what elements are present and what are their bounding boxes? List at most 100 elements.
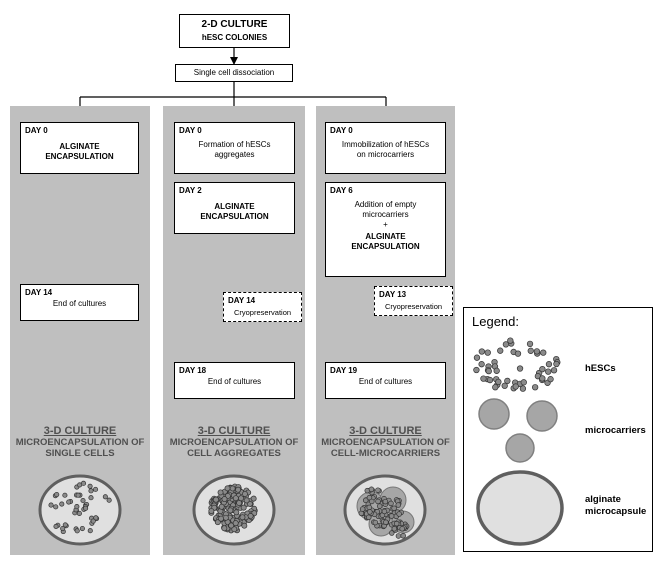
attached-cell [382,498,389,505]
legend-microcarrier [478,398,510,430]
attached-cell [395,502,402,508]
hesc-cell [48,502,54,508]
attached-cell [372,519,379,526]
aggregate-cell [208,508,215,515]
c2-day0-line1: Formation of hESCs [198,140,271,149]
aggregate-cell [240,504,247,511]
2d-culture-box: 2-D CULTURE hESC COLONIES [179,14,290,48]
legend-hesc-cell [539,365,546,373]
dissociation-label: Single cell dissociation [193,68,275,77]
capsule-outline [38,474,122,546]
attached-cell [396,511,402,517]
legend-hesc-cell [497,347,504,354]
c1-heading: 3-D CULTURE MICROENCAPSULATION OF SINGLE… [10,426,150,460]
aggregate-cell [242,491,248,497]
legend-hesc-cell [519,385,527,392]
c3-cryo-day: DAY 13 [379,290,407,299]
c3-day0-line2: on microcarriers [356,150,415,159]
c2-cryo-line1: Cryopreservation [233,308,292,317]
attached-cell [375,498,381,505]
hesc-cell [88,488,94,494]
legend-hesc-cell [516,365,524,372]
attached-cell [366,504,373,511]
c3-day0-line1: Immobilization of hESCs [341,140,430,149]
c2-cryo-day: DAY 14 [228,296,256,305]
aggregate-cell [231,526,238,533]
hesc-cell [106,497,112,503]
c2-day2-line1: ALGINATE [214,202,255,211]
legend-capsule [476,470,564,546]
attached-cell [393,520,400,527]
microcarriers-legend-icon [478,398,558,463]
aggregate-cell [224,485,231,492]
c2-day0-line2: aggregates [214,150,255,159]
c2-heading: 3-D CULTURE MICROENCAPSULATION OF CELL A… [163,426,305,460]
attached-cell [366,494,373,501]
c3-day19-box: DAY 19 End of cultures [325,362,446,399]
aggregate-cell [227,507,234,514]
legend-hesc-cell [512,383,519,390]
c3-day19-day: DAY 19 [330,366,358,375]
c2-heading-line1: MICROENCAPSULATION OF [169,437,299,448]
legend-hesc-cell [526,340,534,348]
c3-heading-title: 3-D CULTURE [349,425,422,437]
c1-day0-line2: ENCAPSULATION [45,152,114,161]
c1-heading-line2: SINGLE CELLS [45,448,115,459]
capsule-cell-microcarriers-illustration [343,474,427,546]
c3-heading-line2: CELL-MICROCARRIERS [330,448,441,459]
attached-cell [391,505,397,512]
hesc-cell [87,528,93,534]
legend-hesc-cell [540,349,547,356]
legend-label-hescs: hESCs [585,363,616,374]
aggregate-cell [217,489,224,496]
attached-cell [376,503,383,509]
c3-day6-line3: + [383,220,388,229]
legend-hesc-cell [514,350,522,357]
legend-hesc-cell [501,382,508,389]
legend-hesc-cell [485,367,492,375]
hesc-cell [88,495,94,501]
legend-hesc-cell [520,379,527,386]
legend-hesc-cell [533,348,541,355]
c2-day0-day: DAY 0 [179,126,202,135]
legend-hesc-cell [484,349,491,356]
hesc-cell [93,486,99,492]
c3-cryo-line1: Cryopreservation [384,302,443,311]
legend-hesc-cell [495,378,502,386]
attached-cell [399,526,405,532]
attached-cell [369,498,375,505]
legend-hesc-cell [550,367,558,374]
hesc-cell [79,525,85,532]
c2-day0-box: DAY 0 Formation of hESCs aggregates [174,122,295,174]
aggregate-cell [232,495,239,502]
hesc-cell [87,483,93,489]
c3-heading: 3-D CULTURE MICROENCAPSULATION OF CELL-M… [316,425,455,460]
hesc-cell [75,492,81,498]
aggregate-cell [241,522,248,529]
aggregate-cell [243,497,250,504]
c2-day2-line2: ENCAPSULATION [200,212,269,221]
legend-label-alginate-microcapsule: alginate microcapsule [585,494,647,517]
hesc-cell [53,504,59,510]
2d-culture-title: 2-D CULTURE [201,19,268,30]
c3-day6-box: DAY 6 Addition of empty microcarriers + … [325,182,446,277]
attached-cell [367,509,373,515]
attached-cell [400,533,406,539]
hesc-cell [83,505,89,511]
legend-microcarrier [505,433,535,463]
legend-label-microcarriers: microcarriers [585,425,646,436]
legend-hesc-cell [480,375,487,382]
aggregate-cell [229,485,236,492]
attached-cell [381,508,388,515]
legend-hesc-cell [502,341,510,348]
c2-day2-box: DAY 2 ALGINATE ENCAPSULATION [174,182,295,234]
c2-day2-day: DAY 2 [179,186,202,195]
c2-day18-day: DAY 18 [179,366,207,375]
aggregate-cell [247,513,254,519]
c2-day18-box: DAY 18 End of cultures [174,362,295,399]
c1-heading-line1: MICROENCAPSULATION OF [15,437,145,448]
aggregate-cell [221,525,228,532]
c1-day14-line1: End of cultures [52,299,107,308]
legend-hesc-cell [553,360,560,368]
attached-cell [359,506,366,512]
